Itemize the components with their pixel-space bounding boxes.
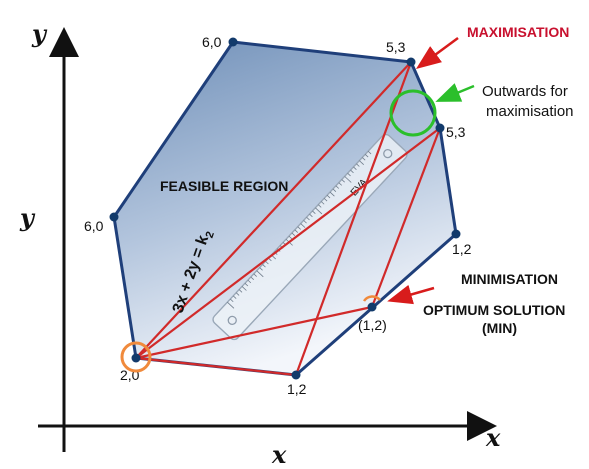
ruler-tick (344, 176, 352, 183)
ruler-tick (235, 292, 240, 296)
outwards-arrow (435, 83, 475, 102)
ruler-tick (312, 210, 316, 214)
ruler-tick (338, 182, 343, 186)
max-highlight-circle (389, 89, 437, 137)
ruler-tick (353, 166, 357, 170)
ruler-tick (232, 295, 237, 299)
vertex-label-left: 6,0 (84, 218, 104, 234)
ruler-tick (320, 201, 325, 205)
objective-equation-subscript: 2 (204, 230, 217, 240)
ruler-tick (238, 289, 243, 293)
ruler-tick (259, 267, 263, 271)
ruler-tick (244, 282, 249, 287)
objective-line-to-interior (135, 305, 373, 360)
vertex-bottom-left (131, 353, 141, 363)
ruler-tick (356, 163, 360, 167)
ruler-tick (253, 273, 257, 277)
objective-line-bottom (135, 356, 297, 377)
vertex-left (109, 212, 119, 222)
ruler-tick (291, 232, 296, 236)
optimum-solution-label: OPTIMUM SOLUTION (423, 302, 565, 318)
vertex-label-right-lower: 1,2 (452, 241, 472, 257)
interior-point (367, 302, 377, 312)
ruler-tick (350, 169, 354, 174)
ruler-tick (256, 270, 264, 278)
maximisation-arrow (415, 36, 459, 69)
ruler-tick (303, 220, 307, 224)
ruler-hole-left (227, 315, 237, 326)
ruler-tick (323, 198, 328, 202)
minimisation-label: MINIMISATION (461, 271, 558, 287)
ruler-tick (288, 235, 293, 240)
interior-highlight-arc (362, 295, 381, 302)
ruler-tick (306, 216, 310, 221)
vertex-top-right (406, 57, 416, 67)
ruler-tick (294, 229, 299, 233)
ruler-tick (326, 194, 331, 199)
ruler-tick (329, 191, 335, 197)
ruler-tick (359, 160, 364, 166)
ruler-tick (265, 260, 269, 265)
ruler-body (212, 133, 408, 341)
vertex-right-upper (435, 123, 445, 133)
vertex-label-right-upper: 5,3 (446, 124, 466, 140)
vertex-label-top-left: 6,0 (202, 34, 222, 50)
ruler-tick (250, 276, 255, 281)
x-axis-label-right: x (485, 423, 501, 452)
ruler-tick (309, 213, 313, 218)
ruler-tick (227, 301, 235, 309)
ruler-tick (297, 226, 301, 230)
minimisation-arrow (387, 284, 435, 305)
vertex-bottom (291, 370, 301, 380)
ruler-tick (300, 223, 306, 228)
y-axis-label-side: y (19, 203, 36, 232)
ruler-tick (364, 154, 369, 158)
maximisation-label: MAXIMISATION (467, 24, 569, 40)
ruler-tick (262, 264, 266, 268)
vertex-top-left (228, 37, 238, 47)
red-line-interior-to-right (370, 127, 442, 308)
min-highlight-circle (120, 341, 152, 373)
ruler-tick (318, 204, 322, 208)
y-axis-label-top: y (31, 19, 48, 48)
outwards-label-line1: Outwards for (482, 83, 568, 100)
interior-point-label: (1,2) (358, 317, 387, 333)
outwards-label-line2: maximisation (486, 103, 574, 120)
vertex-right-lower (451, 229, 461, 239)
objective-line-to-top (135, 61, 412, 359)
ruler-tick (347, 172, 351, 177)
ruler-tick (230, 298, 234, 303)
vertex-label-bottom: 1,2 (287, 381, 307, 397)
ruler-tick (367, 150, 372, 155)
ruler-tick (315, 207, 323, 215)
ruler-tick (247, 279, 252, 284)
ruler-hole-right (383, 148, 393, 159)
ruler-tick (241, 286, 247, 291)
feasible-region-label: FEASIBLE REGION (160, 178, 288, 194)
ruler-tick (341, 179, 345, 183)
objective-line-to-right (135, 127, 441, 359)
optimum-min-label: (MIN) (482, 320, 517, 336)
ruler-tick (332, 188, 337, 192)
x-axis-label-bottom: x (271, 440, 287, 469)
vertex-label-top-right: 5,3 (386, 39, 406, 55)
feasible-region (112, 40, 458, 377)
ruler-tick (335, 185, 340, 189)
ruler-tick (361, 157, 366, 161)
